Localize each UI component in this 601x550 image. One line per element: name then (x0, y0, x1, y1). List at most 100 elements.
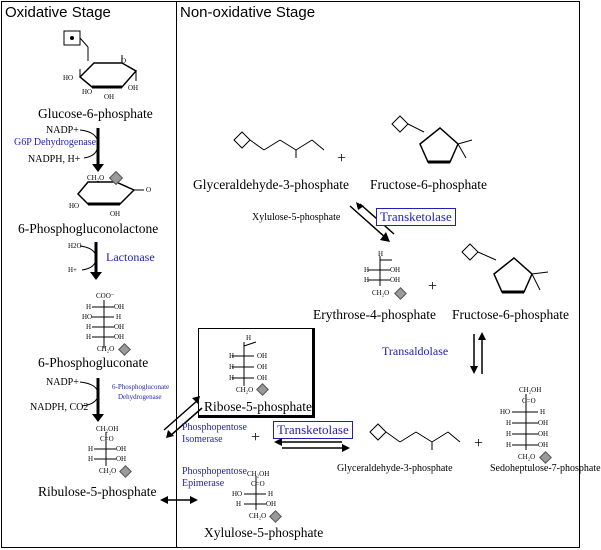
nadph-co2-output: NADPH, CO2 (30, 402, 89, 413)
non-oxidative-panel (176, 1, 580, 548)
xu5p-row2-h: H (268, 490, 274, 498)
e4p-h-label: H (378, 250, 384, 258)
transketolase-bottom-enzyme: Transketolase (273, 421, 353, 439)
gluconate-row4-h: H (86, 333, 92, 341)
phosphogluconolactone-label: 6-Phosphogluconolactone (18, 221, 159, 236)
r5p-row1-oh: OH (257, 352, 268, 360)
ru5p-row2-oh: OH (116, 445, 127, 453)
transaldolase-arrows (470, 332, 486, 374)
gap-top-label: Glyceraldehyde-3-phosphate (193, 177, 349, 192)
nadp-input-3: NADP+ (46, 377, 79, 388)
gluconate-ch2o-label: CH₂O (97, 345, 115, 353)
xylulose-5-phosphate-structure (244, 476, 266, 510)
g6p-ho-label-2: HO (82, 88, 93, 96)
e4p-row1-h: H (364, 266, 370, 274)
r5p-row3-h: H (229, 374, 235, 382)
xu5p-ch2oh-label: CH₂OH (247, 470, 270, 478)
pgd-enzyme-line1: 6-Phosphogluconate (112, 383, 170, 391)
gluconate-row2-ho: HO (82, 313, 93, 321)
plus-sign-2: + (428, 278, 438, 295)
ru5p-row3-oh: OH (116, 455, 127, 463)
ru5p-co-label: C=O (100, 435, 114, 443)
erythrose-4-phosphate-label: Erythrose-4-phosphate (313, 307, 436, 322)
f6p-top-label: Fructose-6-phosphate (370, 177, 487, 192)
gluconate-row1-h: H (86, 303, 92, 311)
r5p-h-label: H (246, 334, 252, 342)
gluconate-row2-h: H (116, 313, 122, 321)
ribulose-5-phosphate-label: Ribulose-5-phosphate (38, 484, 157, 499)
ribulose-5-phosphate-structure (94, 432, 116, 466)
step3-arrow (79, 378, 104, 422)
lactone-carbonyl-label: O (146, 186, 152, 194)
gap-bottom-structure (369, 423, 461, 450)
e4p-row1-oh: OH (390, 266, 401, 274)
oxidative-stage-header: Oxidative Stage (5, 4, 111, 21)
xu5p-row3-h: H (236, 500, 242, 508)
sedoheptulose-7-phosphate-structure (512, 394, 538, 450)
s7p-row2-h: H (506, 419, 512, 427)
gluconate-row4-oh: OH (114, 333, 125, 341)
gluconate-row3-oh: OH (114, 323, 125, 331)
xu5p-row3-oh: OH (266, 500, 277, 508)
transketolase-top-enzyme: Transketolase (376, 208, 456, 226)
isomerase-label-line1: Phosphopentose (182, 422, 247, 433)
lactone-oh-label: OH (110, 210, 121, 218)
s7p-co-label: C=O (522, 397, 536, 405)
lactone-ch2o-label: CH₂O (87, 174, 105, 182)
s7p-row3-h: H (506, 430, 512, 438)
xylulose-5-phosphate-side-label: Xylulose-5-phosphate (252, 212, 341, 223)
f6p-top-structure (391, 115, 473, 164)
g6p-ho-label-1: HO (63, 74, 74, 82)
ribose-5-phosphate-structure (232, 341, 257, 386)
plus-sign-1: + (337, 150, 347, 167)
isomerase-arrows (163, 396, 203, 438)
isomerase-label-line2: Isomerase (182, 434, 223, 445)
s7p-row3-oh: OH (538, 430, 549, 438)
ribose-5-phosphate-box (198, 328, 315, 418)
epimerase-label-line2: Epimerase (182, 478, 225, 489)
phosphogluconate-label: 6-Phosphogluconate (38, 355, 149, 370)
ru5p-row2-h: H (88, 445, 94, 453)
g6p-oh-label-2: OH (104, 93, 115, 101)
transketolase-bottom-arrows (274, 438, 350, 452)
lactone-ho-label: HO (69, 202, 80, 210)
s7p-row4-h: H (506, 441, 512, 449)
s7p-row1-h: H (540, 408, 546, 416)
gap-top-structure (233, 131, 325, 158)
erythrose-4-phosphate-structure (368, 256, 392, 286)
f6p-right-structure (461, 243, 549, 294)
ribose-5-phosphate-label: Ribose-5-phosphate (204, 399, 312, 414)
s7p-row4-oh: OH (538, 441, 549, 449)
e4p-ch2o-label: CH₂O (372, 289, 390, 297)
glucose-6-phosphate-label: Glucose-6-phosphate (38, 106, 153, 121)
ru5p-ch2oh-label: CH₂OH (96, 425, 119, 433)
non-oxidative-stage-header: Non-oxidative Stage (180, 4, 316, 21)
r5p-row2-h: H (229, 363, 235, 371)
ru5p-row3-h: H (88, 455, 94, 463)
r5p-row3-oh: OH (257, 374, 268, 382)
transaldolase-enzyme: Transaldolase (382, 344, 449, 358)
r5p-row1-h: H (229, 352, 235, 360)
step1-arrow (79, 128, 104, 172)
g6p-dehydrogenase-enzyme: G6P Dehydrogenase (14, 137, 97, 148)
gluconate-coo-label: COO⁻ (96, 292, 115, 300)
lactonase-enzyme: Lactonase (106, 250, 155, 264)
f6p-right-label: Fructose-6-phosphate (452, 307, 569, 322)
plus-sign-4: + (474, 435, 484, 452)
water-input: H2O (68, 242, 82, 250)
epimerase-arrow (160, 496, 198, 504)
s7p-row1-ho: HO (500, 408, 511, 416)
xu5p-co-label: C=O (251, 480, 265, 488)
gluconate-row3-h: H (86, 323, 92, 331)
glucose-6-phosphate-structure (63, 30, 138, 89)
xylulose-5-phosphate-label: Xylulose-5-phosphate (204, 525, 324, 540)
sedoheptulose-7-phosphate-label: Sedoheptulose-7-phosphate (490, 463, 601, 474)
e4p-row2-h: H (364, 276, 370, 284)
g6p-oh-label-1: OH (128, 84, 139, 92)
xu5p-row2-ho: HO (232, 490, 243, 498)
s7p-row2-oh: OH (538, 419, 549, 427)
proton-output: H+ (68, 266, 78, 274)
r5p-ch2o-label: CH₂O (236, 386, 254, 394)
nadph-output-1: NADPH, H+ (28, 154, 81, 165)
step2-arrow (79, 242, 102, 280)
